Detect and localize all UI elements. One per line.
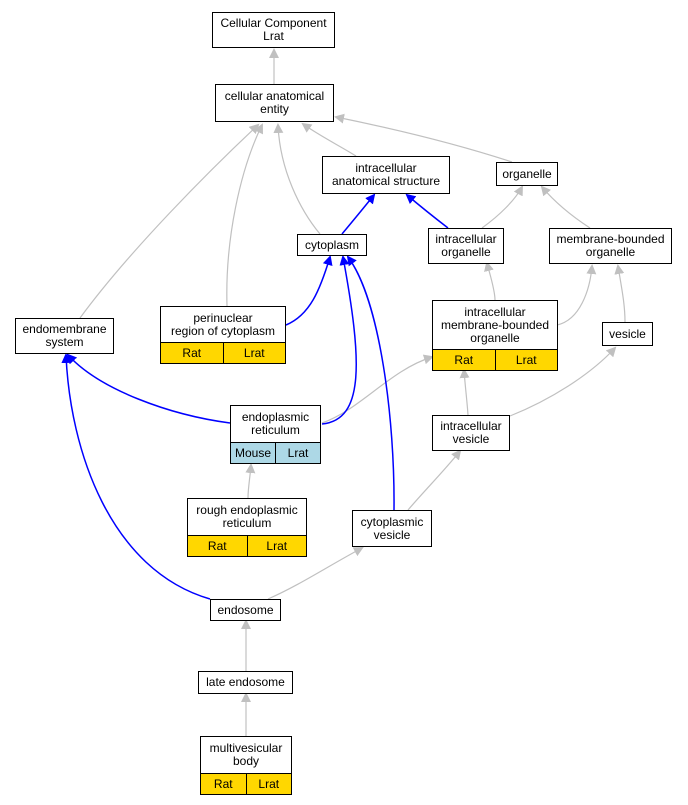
edge-imbo-to-io <box>484 261 496 301</box>
edge-io-to-organelle <box>481 185 523 229</box>
edge-prc-to-cae <box>226 123 263 307</box>
gene-tag-lrat[interactable]: Lrat <box>275 443 320 463</box>
edge-iv-to-imbo <box>459 368 470 416</box>
species-tag-rat[interactable]: Rat <box>188 536 247 556</box>
node-label: Cellular Component Lrat <box>220 16 327 43</box>
node-perinuclear-region-of-cytoplasm[interactable]: perinuclear region of cytoplasm Rat Lrat <box>160 306 286 364</box>
node-label: endomembrane system <box>22 322 107 349</box>
node-vesicle[interactable]: vesicle <box>602 322 653 346</box>
node-label: rough endoplasmic reticulum <box>196 503 298 530</box>
edge-io-part-of-ias <box>405 193 449 229</box>
node-cellular-anatomical-entity[interactable]: cellular anatomical entity <box>215 84 334 122</box>
node-label: vesicle <box>609 326 646 341</box>
gene-tag-lrat[interactable]: Lrat <box>245 774 291 794</box>
node-membrane-bounded-organelle[interactable]: membrane-bounded organelle <box>549 228 672 264</box>
node-endosome[interactable]: endosome <box>210 599 281 621</box>
node-multivesicular-body[interactable]: multivesicular body Rat Lrat <box>200 736 292 795</box>
edge-er-part-of-es <box>66 353 231 424</box>
annotation-row: Rat Lrat <box>161 342 285 363</box>
node-endoplasmic-reticulum[interactable]: endoplasmic reticulum Mouse Lrat <box>230 405 321 464</box>
edge-er-part-of-cytoplasm <box>321 255 357 425</box>
edge-cv-to-iv <box>407 449 462 511</box>
species-tag-rat[interactable]: Rat <box>161 343 223 363</box>
species-tag-rat[interactable]: Rat <box>201 774 246 794</box>
edge-cytoplasm-part-of-ias <box>341 193 376 235</box>
species-tag-rat[interactable]: Rat <box>433 350 495 370</box>
edge-ias-to-cae <box>301 122 357 157</box>
edge-organelle-to-cae <box>334 113 513 163</box>
node-label: endosome <box>217 602 274 617</box>
node-label: intracellular anatomical structure <box>331 161 441 188</box>
node-label: cytoplasmic vesicle <box>360 514 424 542</box>
gene-tag-lrat[interactable]: Lrat <box>494 350 557 370</box>
edge-prc-part-of-cytoplasm <box>285 255 333 326</box>
node-label: cytoplasm <box>304 237 360 252</box>
node-cytoplasm[interactable]: cytoplasm <box>297 234 367 256</box>
edge-imbo-to-mbo <box>556 264 597 326</box>
node-intracellular-anatomical-structure[interactable]: intracellular anatomical structure <box>322 156 450 194</box>
node-label: intracellular vesicle <box>440 419 502 446</box>
edge-endosome-part-of-es <box>61 353 211 600</box>
node-cytoplasmic-vesicle[interactable]: cytoplasmic vesicle <box>352 510 432 547</box>
node-organelle[interactable]: organelle <box>496 162 558 186</box>
species-tag-mouse[interactable]: Mouse <box>231 443 275 463</box>
node-label: organelle <box>502 166 552 181</box>
edge-iv-to-vesicle <box>509 346 617 417</box>
node-label: late endosome <box>206 675 285 689</box>
node-label: membrane-bounded organelle <box>556 232 665 259</box>
node-label: multivesicular body <box>209 741 283 768</box>
edge-cytoplasm-to-cae <box>273 123 321 235</box>
node-intracellular-membrane-bounded-organelle[interactable]: intracellular membrane-bounded organelle… <box>432 300 558 371</box>
node-label: cellular anatomical entity <box>224 89 325 116</box>
edge-vesicle-to-mbo <box>614 264 626 323</box>
annotation-row: Rat Lrat <box>201 773 291 794</box>
edge-cv-part-of-cytoplasm <box>346 255 395 511</box>
node-label: intracellular membrane-bounded organelle <box>440 304 550 345</box>
annotation-row: Rat Lrat <box>188 535 306 556</box>
node-intracellular-organelle[interactable]: intracellular organelle <box>428 228 504 264</box>
node-late-endosome[interactable]: late endosome <box>198 671 293 694</box>
node-rough-endoplasmic-reticulum[interactable]: rough endoplasmic reticulum Rat Lrat <box>187 498 307 557</box>
node-endomembrane-system[interactable]: endomembrane system <box>15 318 114 354</box>
annotation-row: Mouse Lrat <box>231 442 320 463</box>
edge-rer-to-er <box>245 463 256 499</box>
edge-mbo-to-organelle <box>540 185 591 229</box>
edge-er-to-imbo <box>321 354 434 424</box>
node-label: endoplasmic reticulum <box>241 410 310 437</box>
node-cellular-component-lrat[interactable]: Cellular Component Lrat <box>212 12 335 48</box>
edge-endosome-to-cv <box>267 547 364 600</box>
annotation-row: Rat Lrat <box>433 349 557 370</box>
edge-es-to-cae <box>79 123 260 319</box>
gene-tag-lrat[interactable]: Lrat <box>246 536 306 556</box>
node-intracellular-vesicle[interactable]: intracellular vesicle <box>432 415 510 451</box>
node-label: intracellular organelle <box>435 232 497 259</box>
node-label: perinuclear region of cytoplasm <box>170 310 276 338</box>
gene-tag-lrat[interactable]: Lrat <box>222 343 285 363</box>
